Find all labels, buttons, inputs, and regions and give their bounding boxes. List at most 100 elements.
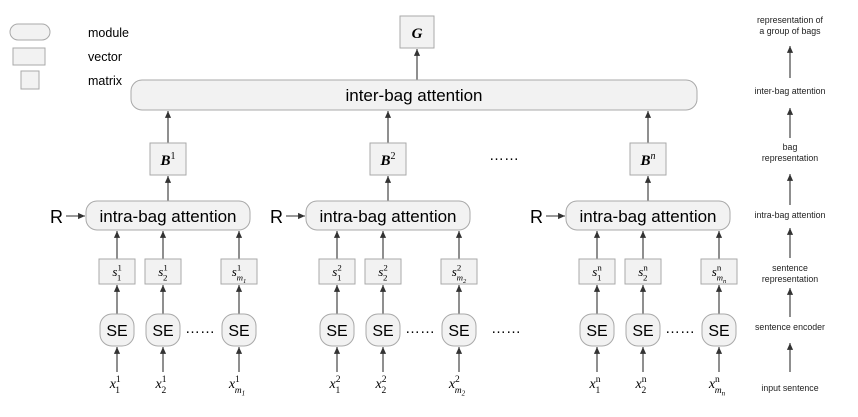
sentence-encoder-module (365, 313, 401, 347)
relation-query-label: R (530, 207, 543, 227)
sentence-encoder-module (221, 313, 257, 347)
intra-bag-attention-box (85, 200, 251, 231)
sentence-vector (98, 258, 136, 285)
bag-matrix-label: B2 (379, 151, 395, 169)
legend-matrix-swatch (20, 70, 40, 90)
between-bags-ellipsis: …… (491, 320, 521, 337)
sentence-encoder-module (579, 313, 615, 347)
bag-matrix-label: B1 (159, 151, 175, 169)
sentence-encoder-label: SE (152, 323, 173, 340)
legend-vector-swatch (12, 47, 46, 66)
inter-bag-attention-module: inter-bag attention (130, 79, 698, 111)
sentence-vector (700, 258, 738, 285)
sentence-encoder-label: SE (448, 323, 469, 340)
inter-bag-attention-box (130, 79, 698, 111)
level-label: sentence encoder (755, 322, 825, 332)
legend-module-label: module (88, 26, 129, 40)
sentence-encoder-label: SE (228, 323, 249, 340)
sentence-ellipsis: …… (185, 320, 215, 337)
bag-matrix (369, 142, 407, 176)
sentence-vector (440, 258, 478, 285)
sentence-encoder-module (441, 313, 477, 347)
sentence-vector (364, 258, 402, 285)
sentence-encoder-module (625, 313, 661, 347)
level-label: inter-bag attention (755, 86, 826, 96)
sentence-encoder-label: SE (106, 323, 127, 340)
legend-matrix-label: matrix (88, 74, 123, 88)
intra-bag-attention-label: intra-bag attention (99, 207, 236, 226)
bag-matrix-label: Bn (639, 151, 655, 169)
sentence-ellipsis: …… (405, 320, 435, 337)
sentence-encoder-label: SE (586, 323, 607, 340)
sentence-encoder-module (99, 313, 135, 347)
group-output-matrix (399, 15, 435, 49)
sentence-encoder-module (319, 313, 355, 347)
level-label: input sentence (761, 383, 818, 393)
legend: module vector matrix (9, 23, 129, 90)
inter-bag-attention-label: inter-bag attention (345, 86, 482, 105)
sentence-encoder-label: SE (708, 323, 729, 340)
group-output-node: G (399, 15, 435, 49)
between-bags-ellipsis: …… (489, 147, 519, 164)
group-output-label: G (412, 26, 423, 42)
sentence-vector (220, 258, 258, 285)
relation-query-label: R (270, 207, 283, 227)
sentence-vector (578, 258, 616, 285)
bag-matrix (149, 142, 187, 176)
legend-vector-label: vector (88, 50, 122, 64)
sentence-vector (144, 258, 182, 285)
bag-matrix (629, 142, 667, 176)
sentence-ellipsis: …… (665, 320, 695, 337)
sentence-encoder-label: SE (372, 323, 393, 340)
sentence-encoder-label: SE (632, 323, 653, 340)
intra-bag-attention-box (305, 200, 471, 231)
intra-bag-attention-label: intra-bag attention (579, 207, 716, 226)
sentence-encoder-module (145, 313, 181, 347)
sentence-vector (318, 258, 356, 285)
relation-query-label: R (50, 207, 63, 227)
level-label: intra-bag attention (755, 210, 826, 220)
legend-module-swatch (9, 23, 51, 41)
intra-bag-attention-label: intra-bag attention (319, 207, 456, 226)
sentence-encoder-label: SE (326, 323, 347, 340)
sentence-encoder-module (701, 313, 737, 347)
sentence-vector (624, 258, 662, 285)
intra-bag-attention-box (565, 200, 731, 231)
